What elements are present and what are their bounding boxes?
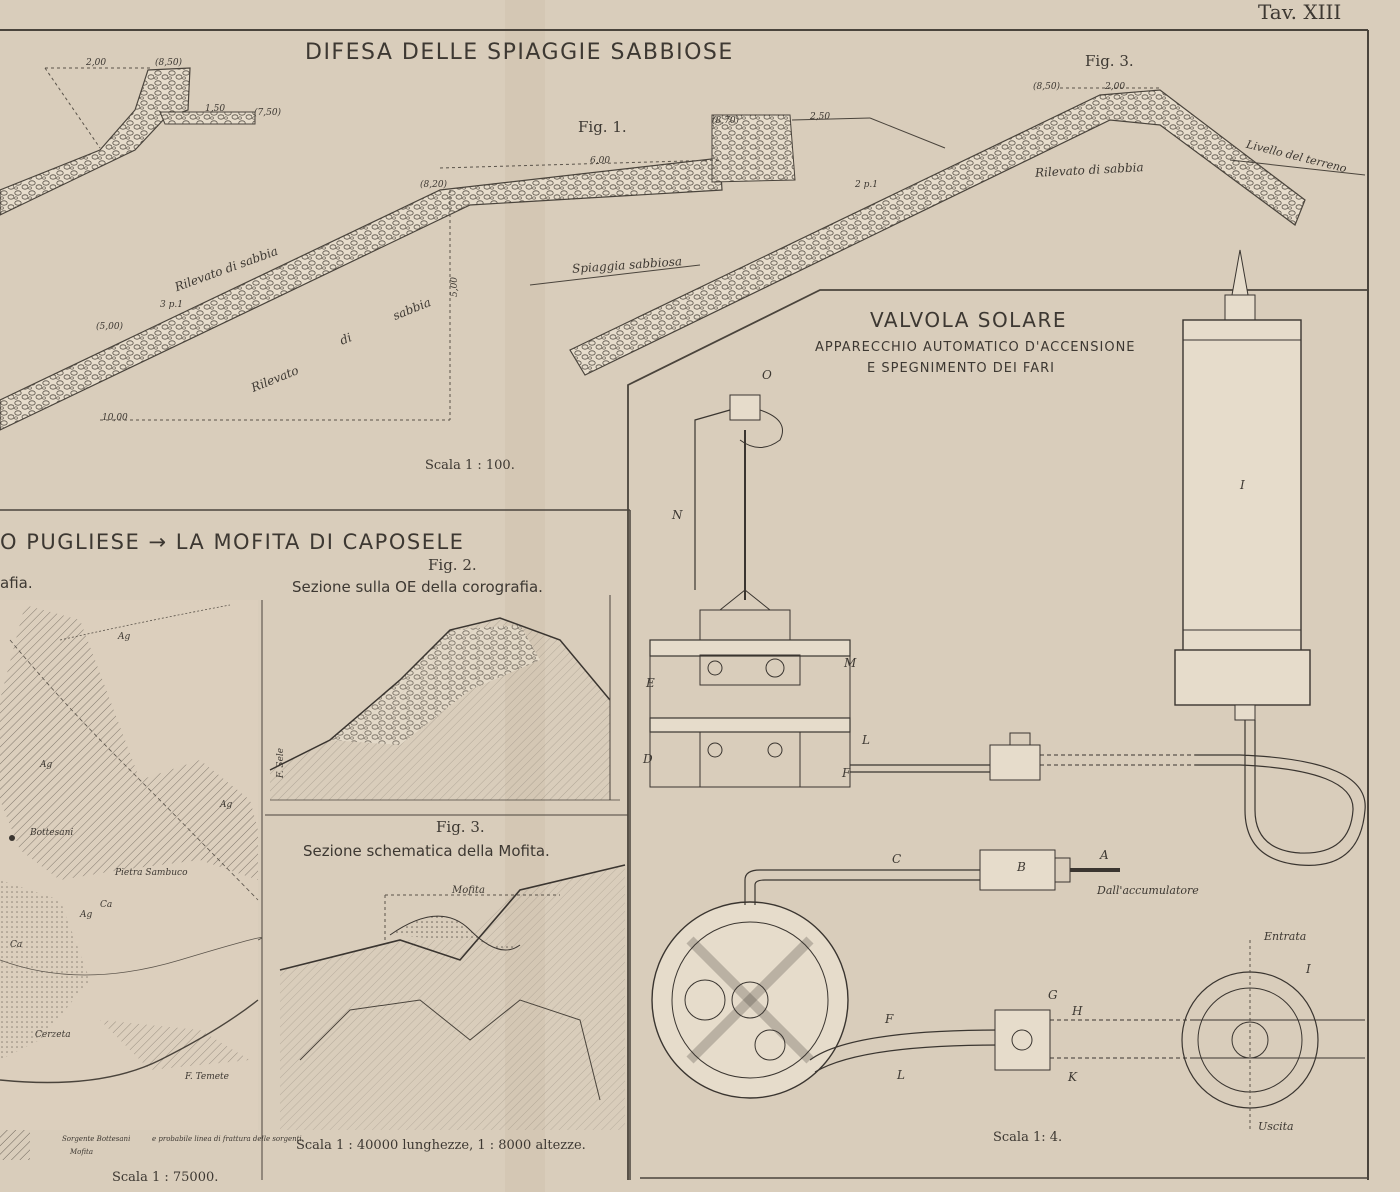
legend-item: Sorgente Bottesani <box>62 1135 131 1143</box>
part-label: I <box>1240 478 1245 492</box>
dim: 2,00 <box>1105 82 1126 92</box>
mofita-label: Mofita <box>452 885 485 896</box>
map-label: Cerzeta <box>35 1030 71 1040</box>
map-label: Ca <box>100 900 113 910</box>
part-label: L <box>862 733 870 747</box>
part-label: F <box>885 1012 894 1026</box>
fig3-top-label: Fig. 3. <box>1085 52 1134 70</box>
part-label: A <box>1100 848 1109 862</box>
map-label: Ag <box>40 760 53 770</box>
legend-item: Mofita <box>70 1148 94 1156</box>
map-label: Ag <box>80 910 93 920</box>
part-label: I <box>1306 962 1311 976</box>
map-label: Bottesani <box>30 828 74 838</box>
map-label: F. Sele <box>276 747 287 779</box>
dim: (8,50) <box>1033 82 1061 92</box>
part-label: O <box>762 368 772 382</box>
part-label: D <box>643 752 653 766</box>
entrata-label: Entrata <box>1264 930 1307 943</box>
part-label: G <box>1048 988 1058 1002</box>
dim: (7,50) <box>254 108 282 118</box>
part-label: K <box>1068 1070 1077 1084</box>
plate-number: Tav. XIII <box>1258 0 1342 24</box>
valve-subtitle-1: APPARECCHIO AUTOMATICO D'ACCENSIONE <box>815 340 1136 355</box>
section-scale: Scala 1 : 40000 lunghezze, 1 : 8000 alte… <box>296 1138 586 1153</box>
part-label: E <box>646 676 655 690</box>
map-label: Pietra Sambuco <box>115 868 188 878</box>
corografia-label: afia. <box>0 574 33 592</box>
fig3-label: Fig. 3. <box>436 818 485 836</box>
map-label: Ag <box>220 800 233 810</box>
dim: 1,50 <box>205 104 226 114</box>
valve-scale: Scala 1: 4. <box>993 1130 1063 1145</box>
dim: (8,50) <box>155 58 183 68</box>
dall-accumulatore-label: Dall'accumulatore <box>1097 884 1199 897</box>
map-label: F. Temete <box>185 1072 229 1082</box>
uscita-label: Uscita <box>1258 1120 1294 1133</box>
dim: (5,00) <box>96 322 124 332</box>
part-label: L <box>897 1068 905 1082</box>
dim: 2,00 <box>86 58 107 68</box>
valve-title: VALVOLA SOLARE <box>870 308 1067 332</box>
dim: 5,00 <box>450 276 461 298</box>
part-label: F <box>842 766 851 780</box>
map-label: Ca <box>10 940 23 950</box>
fig2-caption: Sezione sulla OE della corografia. <box>292 578 543 596</box>
fig3-caption: Sezione schematica della Mofita. <box>303 842 550 860</box>
fig2-label: Fig. 2. <box>428 556 477 574</box>
left-section-title: O PUGLIESE → LA MOFITA DI CAPOSELE <box>0 530 465 554</box>
map-scale: Scala 1 : 75000. <box>112 1170 219 1185</box>
dim: (8,20) <box>420 180 448 190</box>
part-label: M <box>844 656 857 670</box>
valve-subtitle-2: E SPEGNIMENTO DEI FARI <box>867 361 1055 376</box>
top-scale: Scala 1 : 100. <box>425 458 515 473</box>
part-label: C <box>892 852 902 866</box>
dim: 2,50 <box>810 112 831 122</box>
dim: 10,00 <box>102 413 128 423</box>
dim: 6,00 <box>590 156 611 166</box>
dim: (8,70) <box>712 116 740 126</box>
legend-item: e probabile linea di frattura delle sorg… <box>152 1135 302 1143</box>
dim: 3 p.1 <box>160 300 183 310</box>
dim: 2 p.1 <box>855 180 878 190</box>
fig1-label: Fig. 1. <box>578 118 627 136</box>
map-label: Ag <box>118 632 131 642</box>
part-label: H <box>1072 1004 1083 1018</box>
part-label: N <box>672 508 683 522</box>
part-label: B <box>1017 860 1026 874</box>
top-section-title: DIFESA DELLE SPIAGGIE SABBIOSE <box>305 40 734 65</box>
